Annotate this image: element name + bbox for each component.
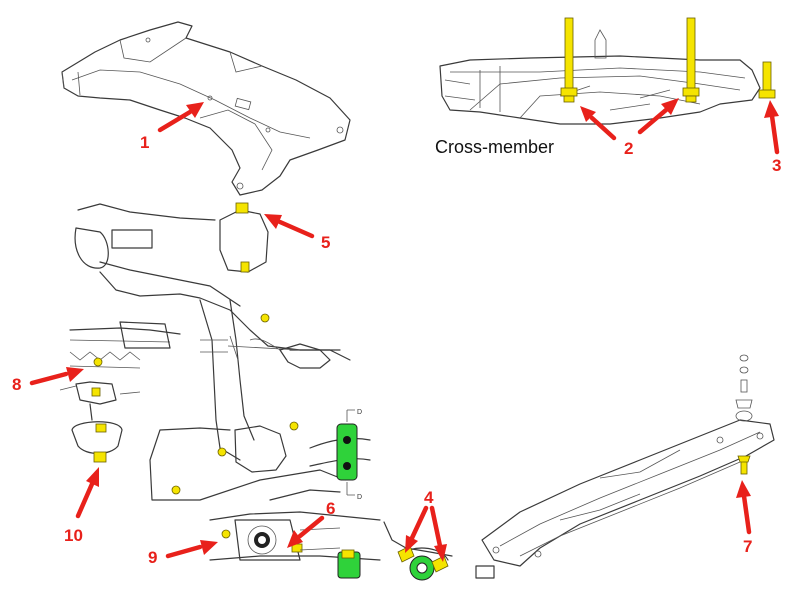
callout-9: 9 xyxy=(148,540,218,567)
subframe-drawing xyxy=(61,21,351,196)
callout-6: 6 xyxy=(287,499,335,548)
callout-label-2: 2 xyxy=(624,139,633,158)
callout-3: 3 xyxy=(764,100,781,175)
clamp-drawing xyxy=(383,521,495,581)
callout-1: 1 xyxy=(140,102,204,152)
callout-10: 10 xyxy=(64,467,99,545)
callout-5: 5 xyxy=(264,214,330,252)
callout-7: 7 xyxy=(736,480,752,556)
marker-d-bottom: D xyxy=(357,494,362,501)
callout-label-3: 3 xyxy=(772,156,781,175)
callout-8: 8 xyxy=(12,367,84,394)
bolt-2b xyxy=(682,17,700,103)
bolt-3 xyxy=(758,61,776,99)
callout-label-7: 7 xyxy=(743,537,752,556)
callout-label-4: 4 xyxy=(424,488,434,507)
callout-label-6: 6 xyxy=(326,499,335,518)
crossmember-side-drawing xyxy=(439,17,776,125)
callout-2: 2 xyxy=(580,98,679,158)
marker-d-top: D xyxy=(357,409,362,416)
stabilizer-link-drawing xyxy=(59,321,181,463)
crossmember-caption: Cross-member xyxy=(435,137,554,157)
control-arm-drawing: D D xyxy=(74,202,371,501)
rear-mount-drawing xyxy=(209,511,381,579)
callout-label-8: 8 xyxy=(12,375,21,394)
callout-label-1: 1 xyxy=(140,133,149,152)
callout-label-10: 10 xyxy=(64,526,83,545)
transmission-crossmember-drawing xyxy=(481,354,775,567)
callout-label-9: 9 xyxy=(148,548,157,567)
callout-label-5: 5 xyxy=(321,233,330,252)
callout-4: 4 xyxy=(405,488,447,562)
bolt-2a xyxy=(560,17,578,103)
